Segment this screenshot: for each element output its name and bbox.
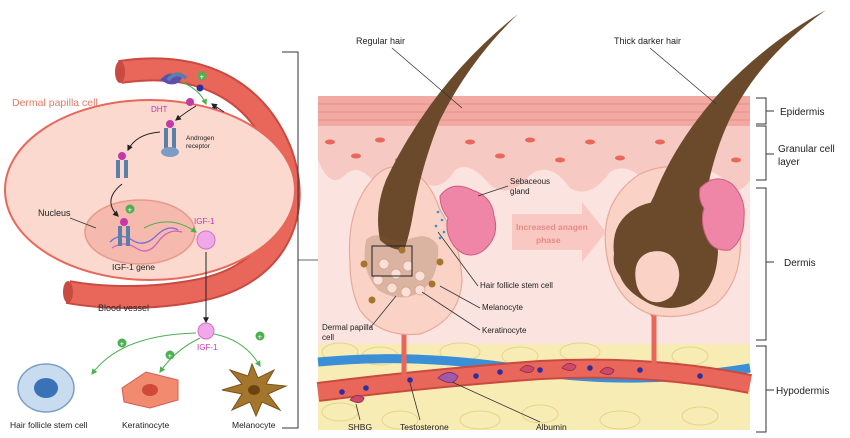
stem-cell-nucleus — [34, 378, 58, 398]
androgen-receptor-label-line2: receptor — [186, 143, 211, 150]
keratinocyte-label-left: Keratinocyte — [122, 420, 170, 430]
dermal-papilla-cell-label: Dermal papilla cell — [12, 97, 98, 109]
left-panel: Dermal papilla cell Nucleus IGF-1 gene D… — [4, 57, 301, 430]
epidermis-layer — [318, 96, 750, 126]
plus-icon-left-2 — [165, 350, 175, 360]
androgen-receptor-label-line1: Androgen — [186, 135, 215, 142]
keratinocyte-label-right: Keratinocyte — [482, 326, 527, 335]
keratinocyte-leader — [421, 291, 481, 331]
anagen-arrow — [512, 202, 606, 262]
regular-hair-leader — [391, 47, 463, 109]
arrow-top-black — [211, 103, 225, 113]
epidermis-label: Epidermis — [780, 107, 824, 118]
gland-droplets-left — [434, 210, 446, 240]
receptor-top-vessel — [166, 72, 188, 82]
arrow-receptor-to-cytoplasm — [127, 131, 161, 152]
hair-shaft-thick — [645, 10, 826, 242]
hair-follicle-stem-cell-label-right: Hair follicle stem cell — [480, 281, 553, 290]
igf1-label-bottom: IGF-1 — [197, 343, 218, 352]
androgen-receptor-cytoplasm — [116, 152, 128, 178]
blood-molecules — [339, 365, 703, 395]
dermal-papilla-label-right-line2: cell — [322, 333, 334, 342]
androgen-receptor-nucleus — [118, 218, 130, 246]
blood-molecule — [196, 84, 204, 92]
granular-cell-layer-label-line1: Granular cell — [778, 144, 835, 155]
arrow-to-keratinocyte — [159, 337, 201, 373]
stem-cell-leader — [437, 231, 479, 287]
albumin-molecule — [437, 372, 459, 383]
dht-label: DHT — [151, 105, 168, 114]
igf1-protein-cell — [196, 230, 216, 250]
plus-icon-top — [197, 71, 207, 81]
arrow-to-melanocyte — [213, 333, 261, 368]
hair-shaft-regular — [378, 14, 518, 250]
blood-vessel-end-bottom — [63, 281, 73, 303]
dermal-papilla-label-right-line1: Dermal papilla — [322, 323, 374, 332]
nucleus — [84, 199, 196, 265]
dht-molecule-vessel — [186, 98, 194, 106]
hypodermis-label: Hypodermis — [776, 386, 829, 397]
plus-icon-top-glyph: + — [200, 73, 205, 82]
sebaceous-gland-leader — [477, 185, 509, 197]
melanocyte-nucleus — [248, 385, 260, 395]
arrow-cytoplasm-to-nucleus — [110, 183, 123, 217]
increased-anagen-label-line2: phase — [536, 235, 561, 245]
shbg-label: SHBG — [348, 422, 372, 432]
sebaceous-gland-label-line2: gland — [510, 187, 530, 196]
hair-follicle-stem-cell-label-left: Hair follicle stem cell — [10, 420, 88, 430]
albumin-label: Albumin — [536, 422, 567, 432]
thick-darker-hair-leader — [649, 47, 717, 105]
arrow-top-green — [181, 81, 207, 106]
dermal-papilla-leader — [369, 295, 397, 329]
plus-glyph: + — [168, 352, 173, 361]
arrow-gene-to-igf1 — [143, 221, 197, 233]
blood-vessel-end-top — [115, 61, 125, 83]
igf1-label-top: IGF-1 — [194, 217, 215, 226]
nucleus-leader — [69, 217, 97, 229]
androgen-receptor-top — [161, 120, 179, 157]
shbg-leader — [355, 403, 361, 421]
albumin-leader — [451, 381, 541, 423]
panel-bracket — [282, 51, 299, 429]
regular-hair-label: Regular hair — [356, 36, 405, 46]
dermis-label: Dermis — [784, 258, 816, 269]
increased-anagen-label-line1: Increased anagen — [516, 222, 588, 232]
dermal-papilla-cell-body — [4, 99, 296, 281]
arrow-dht-to-receptor — [175, 105, 197, 121]
granular-wave — [318, 160, 750, 192]
plus-glyph: + — [120, 340, 125, 349]
blood-vessel-label: Blood vessel — [98, 303, 149, 313]
melanocyte-label-left: Melanocyte — [232, 420, 276, 430]
sebaceous-gland-right — [699, 178, 745, 251]
igf1-protein-secreted — [197, 322, 215, 340]
melanocyte-label-right: Melanocyte — [482, 303, 523, 312]
nucleus-label: Nucleus — [38, 208, 71, 218]
melanocyte-leader — [439, 285, 481, 309]
arrow-to-stem-cell — [91, 332, 197, 375]
thick-darker-hair-label: Thick darker hair — [614, 36, 681, 46]
granular-cell-layer-label-line2: layer — [778, 157, 800, 168]
plus-icon-left-3 — [255, 331, 265, 341]
sebaceous-gland-left — [439, 185, 497, 256]
layer-brackets — [756, 97, 774, 433]
plus-icon-nucleus — [125, 204, 135, 214]
follicle-cells-left — [372, 258, 426, 298]
shbg-molecules — [349, 363, 615, 403]
testosterone-leader — [409, 382, 421, 421]
papilla-core-right — [635, 251, 680, 303]
right-panel: Increased anagen phase Regular hair Thic… — [316, 10, 826, 432]
zoom-box — [371, 245, 413, 277]
testosterone-label: Testosterone — [400, 422, 449, 432]
keratinocyte-nucleus — [142, 384, 158, 396]
igf1-gene-label: IGF-1 gene — [112, 262, 155, 272]
sebaceous-gland-label-line1: Sebaceous — [510, 177, 550, 186]
dna-strand — [111, 230, 183, 252]
melanocytes-left — [360, 246, 444, 304]
plus-icon-left-1 — [117, 338, 127, 348]
plus-glyph: + — [258, 333, 263, 342]
plus-icon-nucleus-glyph: + — [128, 206, 133, 215]
